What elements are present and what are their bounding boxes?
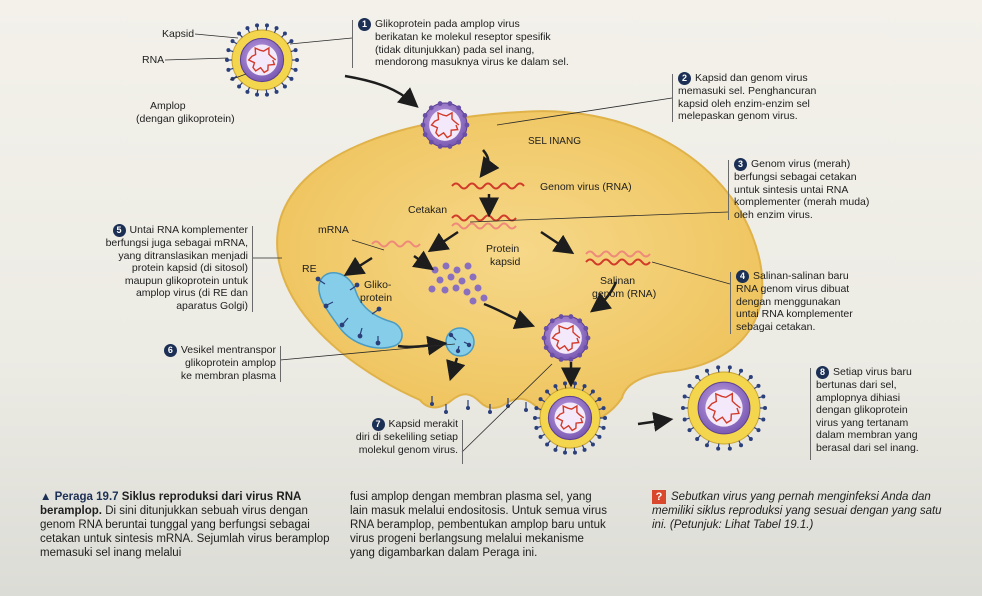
label-salinan-1: Salinan	[600, 275, 635, 287]
step-7-badge: 7	[372, 418, 385, 431]
label-mrna: mRNA	[318, 224, 349, 236]
label-rna: RNA	[142, 54, 164, 66]
step-6-badge: 6	[164, 344, 177, 357]
step-4-bar	[730, 272, 731, 334]
label-protein: protein	[360, 292, 392, 304]
step-3-badge: 3	[734, 158, 747, 171]
question-text: Sebutkan virus yang pernah menginfeksi A…	[652, 491, 942, 531]
step-5-badge: 5	[113, 224, 126, 237]
step-2-bar	[672, 74, 673, 122]
label-protein-kapsid-2: kapsid	[490, 256, 520, 268]
caption-figure-number: Peraga 19.7	[55, 491, 119, 503]
caption-marker: ▲	[40, 491, 51, 503]
label-sel-inang: SEL INANG	[528, 136, 581, 148]
label-salinan-2: genom (RNA)	[592, 288, 656, 300]
label-genom-virus: Genom virus (RNA)	[540, 181, 632, 193]
step-6-bar	[280, 346, 281, 382]
step-4-badge: 4	[736, 270, 749, 283]
step-5-bar	[252, 226, 253, 312]
label-re: RE	[302, 263, 317, 275]
label-amplop-sub: (dengan glikoprotein)	[136, 113, 235, 125]
caption-text-2: fusi amplop dengan membran plasma sel, y…	[350, 490, 612, 560]
step-1-bar	[352, 20, 353, 68]
step-8-badge: 8	[816, 366, 829, 379]
virus-outside	[225, 23, 299, 96]
released-virus	[681, 365, 767, 450]
label-kapsid: Kapsid	[162, 28, 194, 40]
question-icon: ?	[652, 490, 666, 504]
figure-caption-col1: ▲ Peraga 19.7 Siklus reproduksi dari vir…	[40, 490, 330, 560]
question-box: ?Sebutkan virus yang pernah menginfeksi …	[652, 490, 952, 532]
label-gliko: Gliko-	[364, 279, 391, 291]
step-1-badge: 1	[358, 18, 371, 31]
step-7-bar	[462, 420, 463, 464]
step-3-bar	[728, 160, 729, 220]
label-cetakan: Cetakan	[408, 204, 447, 216]
label-amplop: Amplop	[150, 100, 186, 112]
step-8-bar	[810, 368, 811, 460]
label-protein-kapsid-1: Protein	[486, 243, 519, 255]
step-2-badge: 2	[678, 72, 691, 85]
